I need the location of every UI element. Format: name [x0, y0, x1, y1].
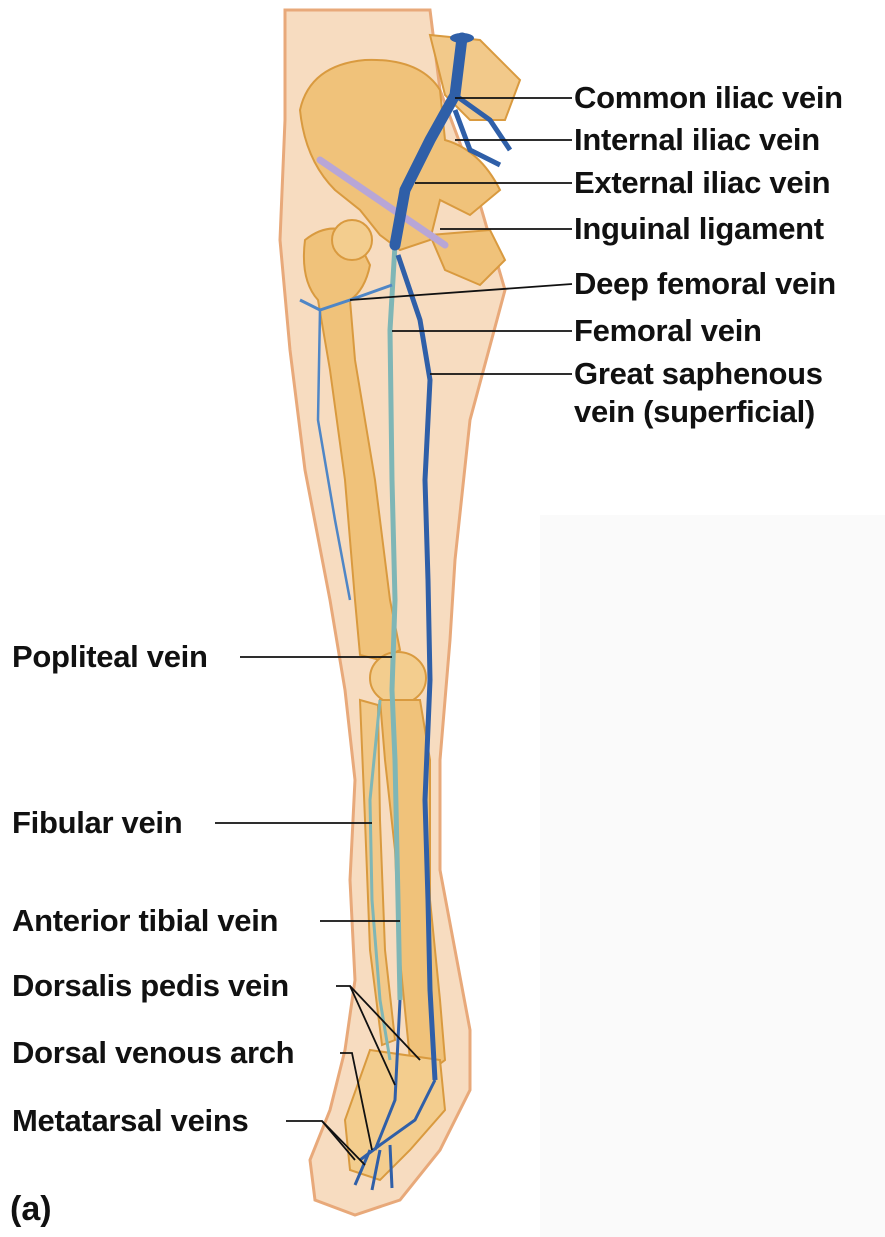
label-femoral-vein: Femoral vein — [574, 313, 762, 349]
femoral-head — [332, 220, 372, 260]
label-popliteal-vein: Popliteal vein — [12, 639, 208, 675]
label-dorsalis-pedis-vein: Dorsalis pedis vein — [12, 968, 289, 1004]
label-great-saphenous-line1: Great saphenous — [574, 356, 823, 392]
iliac-vein-top — [450, 33, 474, 43]
label-inguinal-ligament: Inguinal ligament — [574, 211, 824, 247]
panel-letter: (a) — [10, 1190, 52, 1229]
label-great-saphenous-line2: vein (superficial) — [574, 394, 815, 430]
label-fibular-vein: Fibular vein — [12, 805, 182, 841]
label-metatarsal-veins: Metatarsal veins — [12, 1103, 248, 1139]
label-dorsal-venous-arch: Dorsal venous arch — [12, 1035, 294, 1071]
label-anterior-tibial-vein: Anterior tibial vein — [12, 903, 278, 939]
label-common-iliac-vein: Common iliac vein — [574, 80, 843, 116]
background-panel — [540, 515, 885, 1237]
label-internal-iliac-vein: Internal iliac vein — [574, 122, 820, 158]
label-deep-femoral-vein: Deep femoral vein — [574, 266, 836, 302]
label-external-iliac-vein: External iliac vein — [574, 165, 830, 201]
patella — [370, 652, 426, 704]
